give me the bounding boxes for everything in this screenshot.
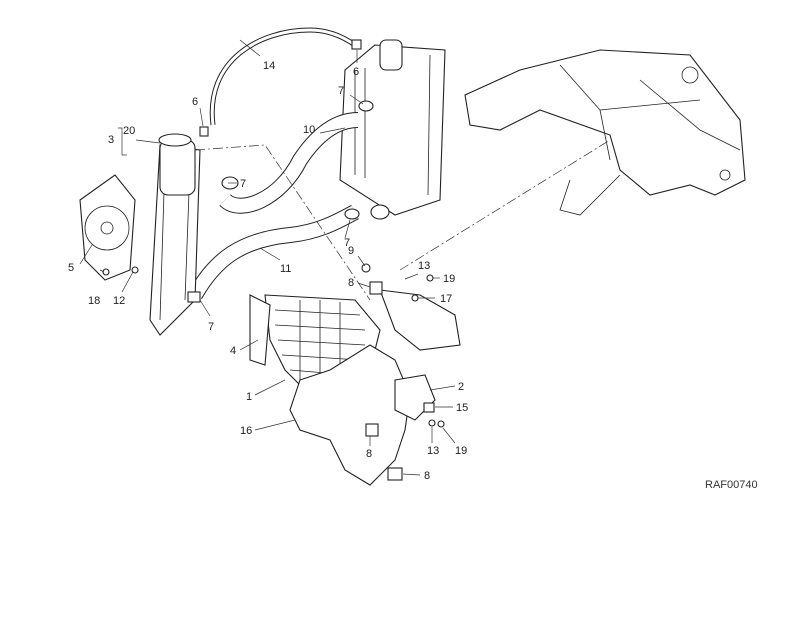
callout-1: 1 (246, 391, 252, 403)
callout-6: 6 (353, 66, 359, 78)
callout-11: 11 (280, 263, 291, 275)
callout-19: 19 (455, 445, 467, 457)
callout-10: 10 (303, 124, 315, 136)
diagram-code: RAF00740 (705, 479, 758, 491)
callout-8: 8 (424, 470, 430, 482)
callout-15: 15 (456, 402, 468, 414)
callout-9: 9 (348, 245, 354, 257)
leader-lines (79, 39, 456, 476)
callout-20: 20 (123, 125, 135, 137)
callout-18: 18 (88, 295, 100, 307)
callout-19: 19 (443, 273, 455, 285)
callout-12: 12 (113, 295, 125, 307)
callout-8: 8 (348, 277, 354, 289)
callout-16: 16 (240, 425, 252, 437)
callout-13: 13 (427, 445, 439, 457)
callout-14: 14 (263, 60, 275, 72)
callout-7: 7 (240, 178, 246, 190)
radiator-right (339, 39, 446, 220)
callout-7: 7 (208, 321, 214, 333)
callout-3: 3 (108, 134, 114, 146)
callout-8: 8 (366, 448, 372, 460)
callout-7: 7 (344, 237, 350, 249)
cooling-fan (79, 174, 136, 281)
callout-6: 6 (192, 96, 198, 108)
air-duct (249, 289, 461, 486)
callout-2: 2 (458, 381, 464, 393)
callout-5: 5 (68, 262, 74, 274)
callout-4: 4 (230, 345, 236, 357)
callout-13: 13 (418, 260, 430, 272)
radiator-left (149, 133, 201, 336)
frame-part (464, 49, 746, 216)
callout-17: 17 (440, 293, 452, 305)
callout-7: 7 (338, 85, 344, 97)
fasteners (102, 39, 445, 481)
